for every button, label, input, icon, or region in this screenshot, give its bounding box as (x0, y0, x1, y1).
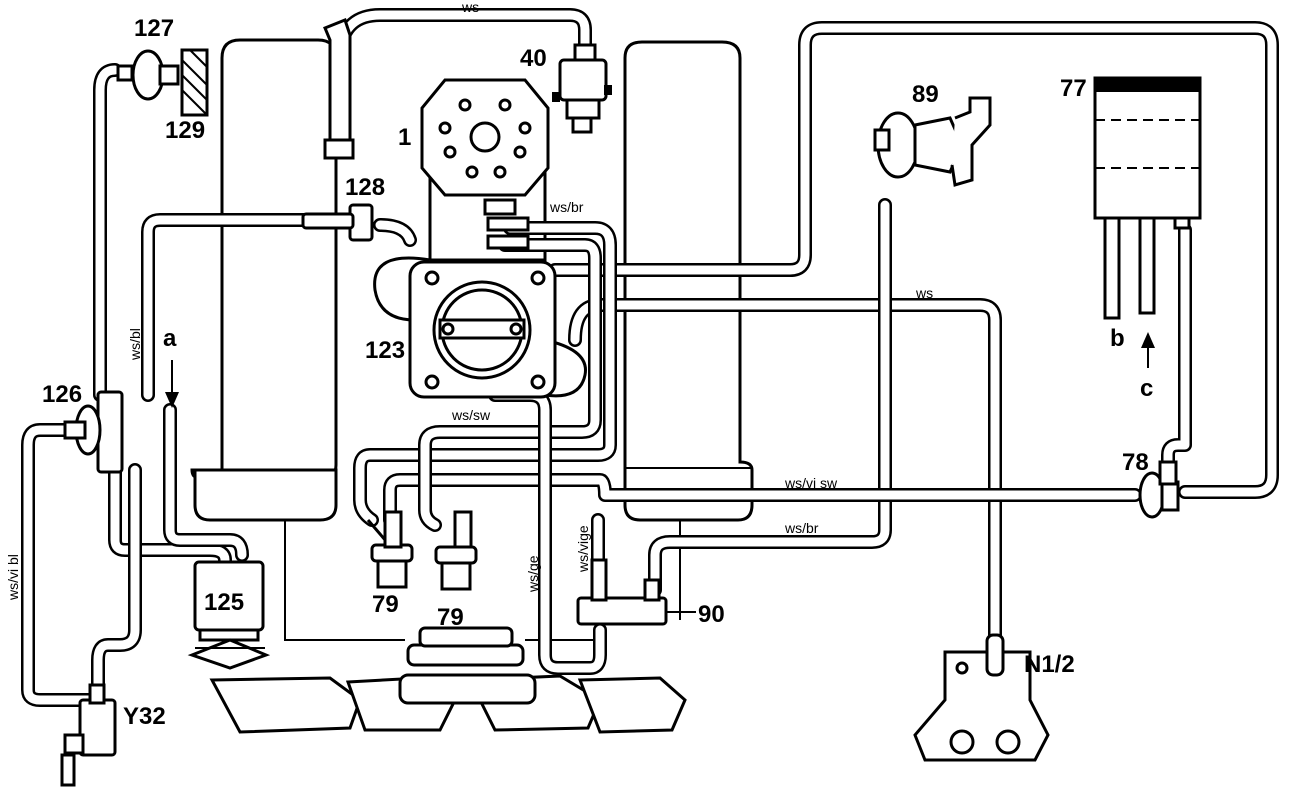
hose-label-ws-vi-bl: ws/vi bl (5, 554, 21, 601)
hose-label-ws-vi-ge: ws/vige (575, 525, 591, 573)
filter-pipe (323, 18, 355, 160)
label-c: c (1140, 375, 1153, 402)
hose-label-ws-ge: ws/ge (525, 555, 541, 593)
component-y32-valve (60, 683, 117, 787)
label-128: 128 (345, 174, 385, 201)
label-n12: N1/2 (1024, 651, 1075, 678)
label-77: 77 (1060, 75, 1087, 102)
hose-label-ws-bl: ws/bl (127, 328, 143, 361)
cooling-fan (209, 626, 687, 734)
label-89: 89 (912, 81, 939, 108)
component-123-throttle-body (408, 198, 557, 399)
label-79-right: 79 (437, 604, 464, 631)
label-b: b (1110, 325, 1125, 352)
label-40: 40 (520, 45, 547, 72)
component-126-valve (63, 390, 124, 474)
hose-label-ws-br-lower: ws/br (784, 520, 819, 536)
component-n12-control-unit (913, 633, 1050, 762)
component-79-sensor-left (366, 510, 414, 589)
hose-label-ws-br-throttle: ws/br (549, 199, 584, 215)
label-90: 90 (698, 601, 725, 628)
hose-label-ws-right: ws (915, 285, 933, 301)
component-128-valve (301, 203, 374, 242)
label-123: 123 (365, 337, 405, 364)
component-90-valve (576, 558, 668, 626)
label-1: 1 (398, 124, 411, 151)
label-79-left: 79 (372, 591, 399, 618)
label-127: 127 (134, 15, 174, 42)
component-77-unit (1093, 76, 1202, 320)
label-78: 78 (1122, 449, 1149, 476)
label-y32: Y32 (123, 703, 166, 730)
component-79-sensor-right (434, 510, 478, 591)
engine-block (190, 38, 754, 641)
component-127-actuator (116, 49, 180, 101)
component-40-valve (552, 43, 612, 134)
component-1-bracket (420, 78, 550, 197)
hose-label-ws-sw: ws/sw (451, 407, 491, 423)
hose-label-ws-vi-sw: ws/vi sw (784, 475, 838, 491)
component-125-pump (187, 560, 271, 670)
hose-label-ws-top: ws (461, 0, 479, 15)
label-a: a (163, 325, 177, 352)
flow-arrows (165, 332, 1155, 408)
component-89-actuator (873, 96, 992, 187)
component-129-bracket (180, 48, 209, 117)
component-78-valve (1138, 460, 1180, 519)
label-129: 129 (165, 117, 205, 144)
label-126: 126 (42, 381, 82, 408)
hose-network (21, 8, 1279, 707)
label-125: 125 (204, 589, 244, 616)
